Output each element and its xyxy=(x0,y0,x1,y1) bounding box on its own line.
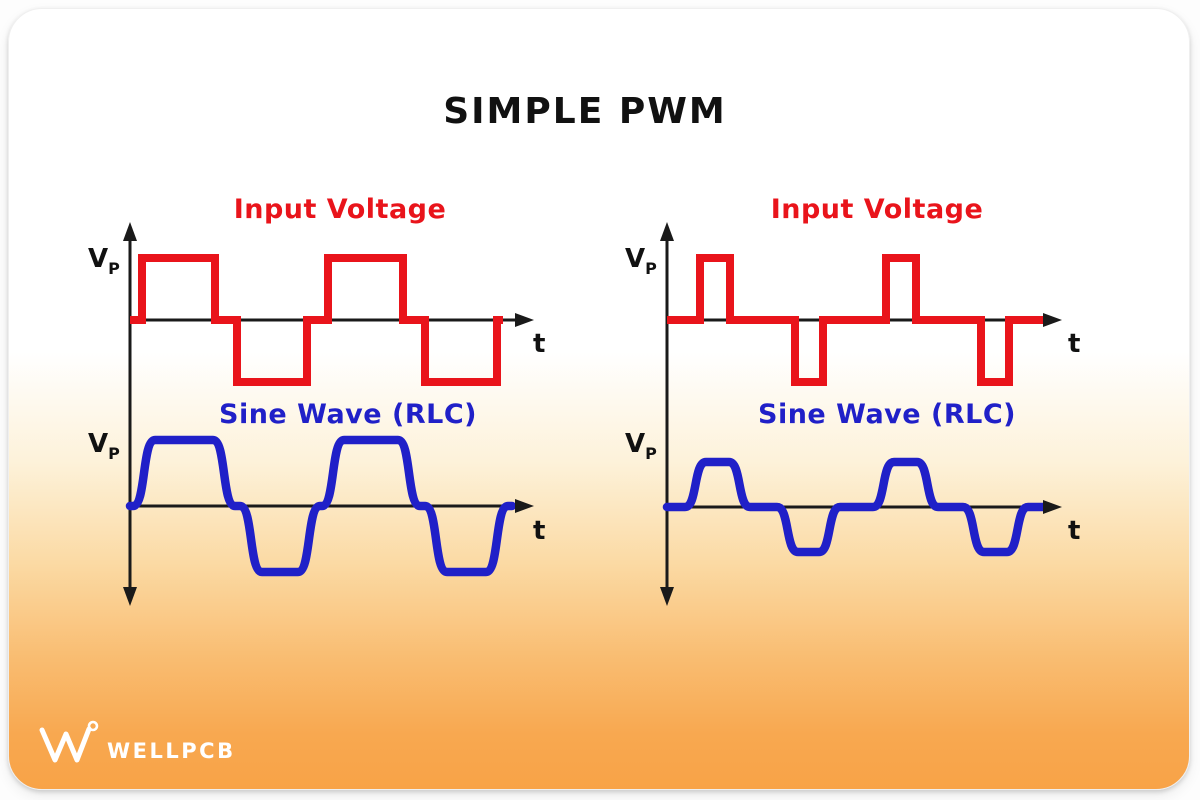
arrow-up-icon xyxy=(660,222,674,241)
vp-label: VP xyxy=(625,244,657,278)
arrow-right-icon xyxy=(515,313,534,327)
arrow-up-icon xyxy=(123,222,137,241)
smoothed-sine-wave xyxy=(125,435,517,577)
vp-label: VP xyxy=(625,429,657,463)
input-voltage-label: Input Voltage xyxy=(234,194,447,225)
wellpcb-pin-dot-icon xyxy=(87,720,99,732)
waves-layer xyxy=(660,222,1062,606)
panel-narrow-duty: Input Voltage Sine Wave (RLC) VP VP t t xyxy=(625,194,1080,606)
wellpcb-w-icon xyxy=(39,726,92,763)
t-axis-label: t xyxy=(533,329,545,359)
input-voltage-label: Input Voltage xyxy=(771,194,984,225)
brand-name: WELLPCB xyxy=(107,739,236,763)
smoothed-sine-wave xyxy=(662,457,1053,557)
waves-layer xyxy=(123,222,534,606)
arrow-down-icon xyxy=(123,587,137,606)
t-axis-label: t xyxy=(1068,329,1080,359)
sine-wave-label: Sine Wave (RLC) xyxy=(758,399,1016,430)
pwm-square-wave xyxy=(667,254,1048,386)
pwm-square-wave xyxy=(130,254,503,386)
wellpcb-logo: WELLPCB xyxy=(39,720,236,763)
vp-label: VP xyxy=(88,429,120,463)
arrow-right-icon xyxy=(515,499,534,513)
figure-card xyxy=(8,8,1190,790)
sine-wave-label: Sine Wave (RLC) xyxy=(219,399,477,430)
figure-title: SIMPLE PWM xyxy=(443,91,727,132)
arrow-down-icon xyxy=(660,587,674,606)
t-axis-label: t xyxy=(533,516,545,546)
arrow-right-icon xyxy=(1043,500,1062,514)
arrow-right-icon xyxy=(1043,313,1062,327)
t-axis-label: t xyxy=(1068,516,1080,546)
vp-label: VP xyxy=(88,244,120,278)
panel-wide-duty: Input Voltage Sine Wave (RLC) VP VP t t xyxy=(88,194,545,606)
